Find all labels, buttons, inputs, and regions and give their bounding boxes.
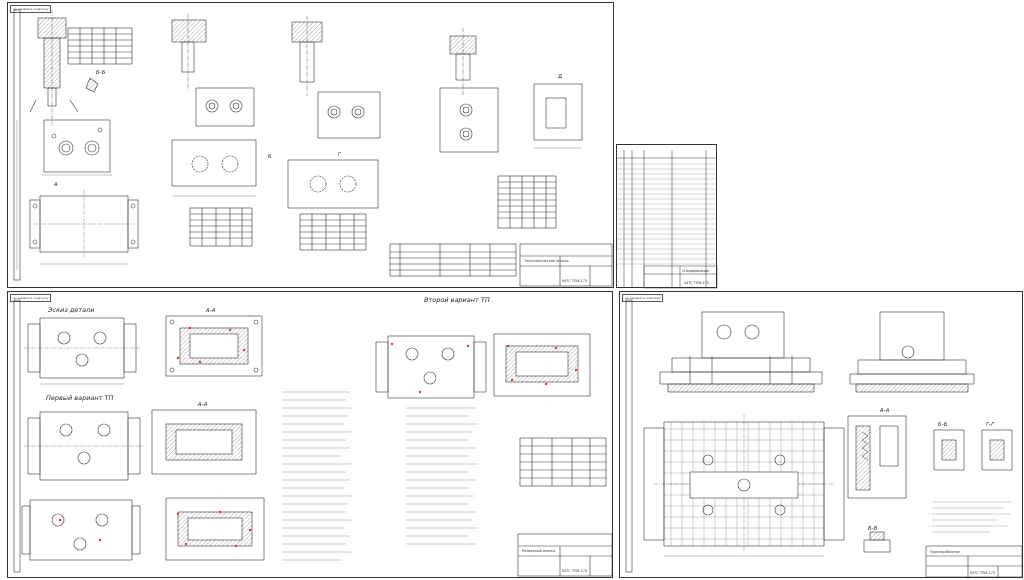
title-block-sheet4 xyxy=(925,545,1023,578)
formula-column-1 xyxy=(282,391,352,561)
heading-section-aa-2: А–А xyxy=(197,402,208,408)
formula-column-2 xyxy=(406,407,478,545)
label-view-a: А xyxy=(53,182,58,188)
heading-section-aa: А–А xyxy=(205,308,216,314)
sketch-3 xyxy=(287,16,381,209)
label-view-g: Г xyxy=(338,152,342,158)
section-aa-bottom xyxy=(165,497,265,561)
second-variant-section xyxy=(493,333,591,397)
route-table xyxy=(389,243,517,277)
section-aa-first xyxy=(151,409,257,475)
section-aa-top xyxy=(165,315,263,377)
fixture-notes xyxy=(932,501,1012,533)
sheet4-drawings xyxy=(625,299,1023,578)
red-dimension-marks xyxy=(58,326,578,548)
view-a-plate xyxy=(29,190,139,265)
part-sketch xyxy=(24,317,140,385)
table-3 xyxy=(299,213,367,251)
sheet-corner-note: не изменять подгонку xyxy=(10,5,52,13)
label-view-d: Д xyxy=(557,74,562,80)
sheet1-drawings xyxy=(13,9,613,287)
table-2 xyxy=(189,207,253,247)
spec-rows xyxy=(616,163,717,265)
heading-fixture-bb: Б–Б xyxy=(938,422,948,428)
first-variant-sketch xyxy=(24,411,144,481)
heading-first-variant: Первый вариант ТП xyxy=(46,394,113,402)
fixture-section-bb xyxy=(933,429,965,471)
table-4 xyxy=(497,175,557,229)
fixture-detail-vv xyxy=(863,531,891,553)
title-code-sheet4: 04ТС ТПМ-173 xyxy=(970,571,995,575)
fixture-section-aa xyxy=(847,415,907,499)
label-view-b: Б xyxy=(268,154,272,160)
sketch-4 xyxy=(439,28,583,153)
title-name-sheet1: Технологические эскизы xyxy=(523,259,569,263)
fixture-section-gg xyxy=(981,429,1013,471)
label-view-bb: Б–Б xyxy=(96,70,106,76)
title-code-sheet3: 04ТС ТПМ-173 xyxy=(562,569,587,573)
heading-fixture-aa: А–А xyxy=(879,408,890,414)
sheet-tech-sketches: не изменять подгонку xyxy=(7,2,614,288)
title-block-sheet1 xyxy=(519,243,613,287)
sheet-corner-note: не изменять подгонку xyxy=(622,294,664,302)
fixture-plan-view xyxy=(643,414,845,557)
title-code-sheet1: 04ТС ТПМ-173 xyxy=(562,279,587,283)
title-name-sheet4: Приспособление xyxy=(930,550,960,554)
heading-fixture-vv: В–В xyxy=(868,526,878,532)
title-block-sheet3 xyxy=(517,533,613,577)
sketch-1-tool-assembly xyxy=(29,10,112,176)
first-variant-bottom xyxy=(21,499,141,561)
sheet3-drawings xyxy=(13,299,613,577)
sketch-2 xyxy=(171,14,257,197)
heading-part-sketch: Эскиз детали xyxy=(47,306,94,314)
title-block-sheet2 xyxy=(643,265,718,289)
fixture-side-view xyxy=(849,311,975,393)
sheet-corner-note: не изменять подгонку xyxy=(10,294,52,302)
title-name-sheet3: Размерный анализ xyxy=(522,549,556,553)
title-name-sheet2: Спецификация xyxy=(682,269,709,273)
table-1 xyxy=(67,27,133,65)
comparison-table xyxy=(519,437,607,487)
heading-second-variant: Второй вариант ТП xyxy=(424,296,490,304)
title-code-sheet2: 04ТС ТПМ-173 xyxy=(684,281,709,285)
second-variant-sketch xyxy=(375,335,487,399)
heading-fixture-gg: Г–Г xyxy=(986,422,995,428)
fixture-front-view xyxy=(659,311,823,393)
